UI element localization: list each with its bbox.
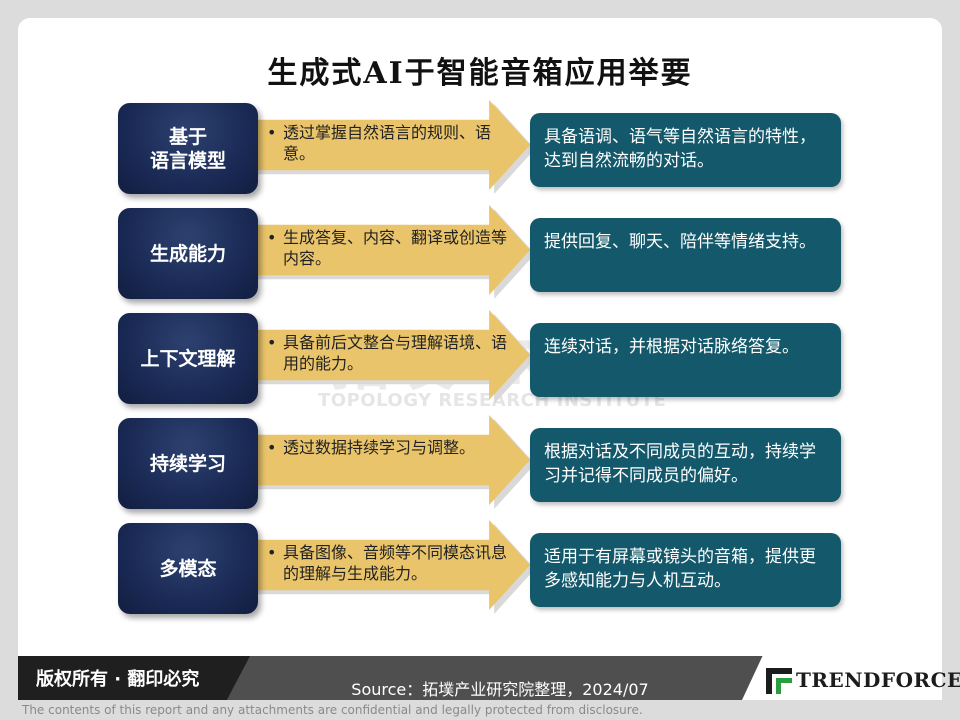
effect-box: 适用于有屏幕或镜头的音箱，提供更多感知能力与人机互动。 bbox=[530, 533, 841, 607]
trendforce-logo-icon bbox=[766, 668, 792, 694]
method-label: 生成答复、内容、翻译或创造等内容。 bbox=[283, 228, 508, 268]
arrow-shape bbox=[238, 415, 530, 505]
method-label: 透过掌握自然语言的规则、语意。 bbox=[283, 123, 492, 163]
category-box: 基于 语言模型 bbox=[118, 103, 258, 194]
method-label: 具备图像、音频等不同模态讯息的理解与生成能力。 bbox=[283, 543, 508, 583]
method-text: • 具备图像、音频等不同模态讯息的理解与生成能力。 bbox=[267, 542, 512, 584]
method-text: • 生成答复、内容、翻译或创造等内容。 bbox=[267, 227, 512, 269]
category-box: 生成能力 bbox=[118, 208, 258, 299]
effect-box: 根据对话及不同成员的互动，持续学习并记得不同成员的偏好。 bbox=[530, 428, 841, 502]
row-3: 持续学习 • 透过数据持续学习与调整。 根据对话及不同成员的互动，持续学习并记得… bbox=[0, 415, 960, 510]
effect-box: 提供回复、聊天、陪伴等情绪支持。 bbox=[530, 218, 841, 292]
bullet-icon: • bbox=[267, 228, 277, 247]
category-box: 持续学习 bbox=[118, 418, 258, 509]
row-1: 生成能力 • 生成答复、内容、翻译或创造等内容。 提供回复、聊天、陪伴等情绪支持… bbox=[0, 205, 960, 300]
disclaimer: The contents of this report and any atta… bbox=[22, 703, 643, 717]
method-text: • 透过数据持续学习与调整。 bbox=[267, 437, 512, 458]
page-title: 生成式AI于智能音箱应用举要 bbox=[267, 56, 693, 91]
bullet-icon: • bbox=[267, 543, 277, 562]
category-box: 多模态 bbox=[118, 523, 258, 614]
method-text: • 具备前后文整合与理解语境、语用的能力。 bbox=[267, 332, 512, 374]
effect-box: 连续对话，并根据对话脉络答复。 bbox=[530, 323, 841, 397]
trendforce-logo-text: TRENDFORCE bbox=[796, 668, 960, 692]
method-label: 具备前后文整合与理解语境、语用的能力。 bbox=[283, 333, 508, 373]
method-label: 透过数据持续学习与调整。 bbox=[283, 438, 476, 457]
bullet-icon: • bbox=[267, 438, 277, 457]
source-text: Source：拓墣产业研究院整理，2024/07 bbox=[351, 680, 649, 699]
bullet-icon: • bbox=[267, 123, 277, 142]
effect-box: 具备语调、语气等自然语言的特性，达到自然流畅的对话。 bbox=[530, 113, 841, 187]
row-2: 上下文理解 • 具备前后文整合与理解语境、语用的能力。 连续对话，并根据对话脉络… bbox=[0, 310, 960, 405]
copyright-notice: 版权所有 · 翻印必究 bbox=[18, 656, 250, 700]
row-4: 多模态 • 具备图像、音频等不同模态讯息的理解与生成能力。 适用于有屏幕或镜头的… bbox=[0, 520, 960, 615]
category-box: 上下文理解 bbox=[118, 313, 258, 404]
method-text: • 透过掌握自然语言的规则、语意。 bbox=[267, 122, 512, 164]
bullet-icon: • bbox=[267, 333, 277, 352]
row-0: 基于 语言模型 • 透过掌握自然语言的规则、语意。 具备语调、语气等自然语言的特… bbox=[0, 100, 960, 195]
